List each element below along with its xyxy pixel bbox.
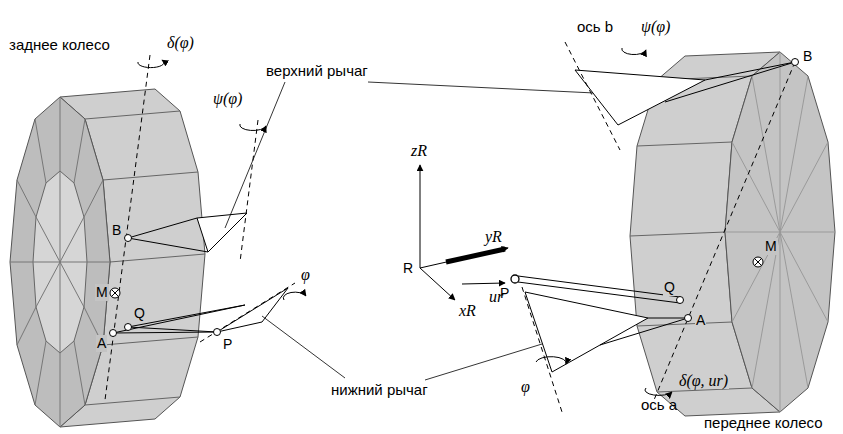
front-lower-arm-links	[600, 318, 688, 345]
rear-lower-arm-links	[113, 305, 245, 333]
point-label: Q	[663, 279, 676, 296]
joint-point	[125, 235, 132, 242]
center-point	[110, 288, 120, 298]
point-label: P	[222, 336, 233, 353]
front-steering-axis	[654, 62, 795, 400]
center-point-cross	[755, 259, 762, 266]
center-point	[753, 257, 763, 267]
rotation-arrow	[622, 48, 646, 55]
rotation-arrow	[240, 124, 266, 131]
axis-label: xR	[458, 302, 477, 319]
axis-label: zR	[410, 142, 428, 159]
point-label: Q	[133, 305, 146, 322]
point-label: A	[695, 312, 706, 329]
rotation-arrow	[536, 357, 566, 364]
joint-point	[677, 297, 684, 304]
point-label: M	[764, 238, 778, 255]
front-wheel-face-lines	[725, 52, 835, 412]
angle-label: φ	[520, 378, 531, 395]
rear-lower-arm-axis	[200, 283, 295, 342]
front-lower-arm	[525, 292, 648, 372]
rotation-arrow	[645, 388, 672, 395]
front-upper-arm-links	[665, 62, 795, 102]
rear-wheel-face	[10, 97, 110, 427]
part-name: переднее колесо	[703, 414, 824, 431]
rotation-arrow	[138, 60, 164, 68]
rotation-arrow	[283, 292, 306, 300]
joint-point	[214, 329, 221, 336]
center-point-cross	[112, 290, 119, 297]
joint-point	[125, 324, 132, 331]
steering-rack	[446, 249, 505, 262]
point-label: A	[96, 335, 107, 352]
joint-point	[685, 315, 692, 322]
rear-lower-arm	[217, 288, 288, 332]
rear-upper-arm	[197, 213, 247, 252]
axis-arrow	[420, 165, 421, 268]
part-name: нижний рычаг	[330, 381, 429, 398]
rack-motion-arrow	[462, 283, 505, 284]
joint-point	[110, 330, 117, 337]
point-label: B	[111, 222, 122, 239]
rear-upper-arm-links	[128, 218, 208, 252]
point-label: P	[499, 285, 510, 302]
rear-wheel-spokes	[10, 97, 110, 427]
front-upper-arm-axis	[565, 42, 620, 150]
leader-line	[262, 316, 555, 380]
angle-label: φ	[300, 266, 311, 283]
angle-label: ψ(φ)	[212, 90, 243, 107]
axis-arrow	[420, 268, 455, 300]
point-label: B	[802, 48, 813, 65]
front-upper-arm	[575, 70, 705, 125]
axis-name: ось b	[576, 18, 614, 35]
axis-arrow	[420, 248, 508, 268]
angle-label: ψ(φ)	[640, 18, 671, 35]
angle-label: δ(φ, ur)	[678, 372, 729, 389]
angle-label: δ(φ)	[166, 34, 195, 51]
joint-point	[511, 275, 519, 283]
front-wheel-face	[725, 52, 835, 412]
axis-label: yR	[484, 228, 503, 245]
rear-steering-axis	[105, 55, 150, 400]
point-label: M	[95, 284, 109, 301]
tie-rod	[518, 276, 680, 303]
joint-point	[792, 59, 799, 66]
part-name: заднее колесо	[8, 36, 111, 53]
rear-upper-arm-axis	[240, 120, 258, 262]
axis-name: ось a	[640, 396, 678, 413]
point-label: R	[402, 260, 414, 277]
part-name: верхний рычаг	[265, 62, 369, 79]
